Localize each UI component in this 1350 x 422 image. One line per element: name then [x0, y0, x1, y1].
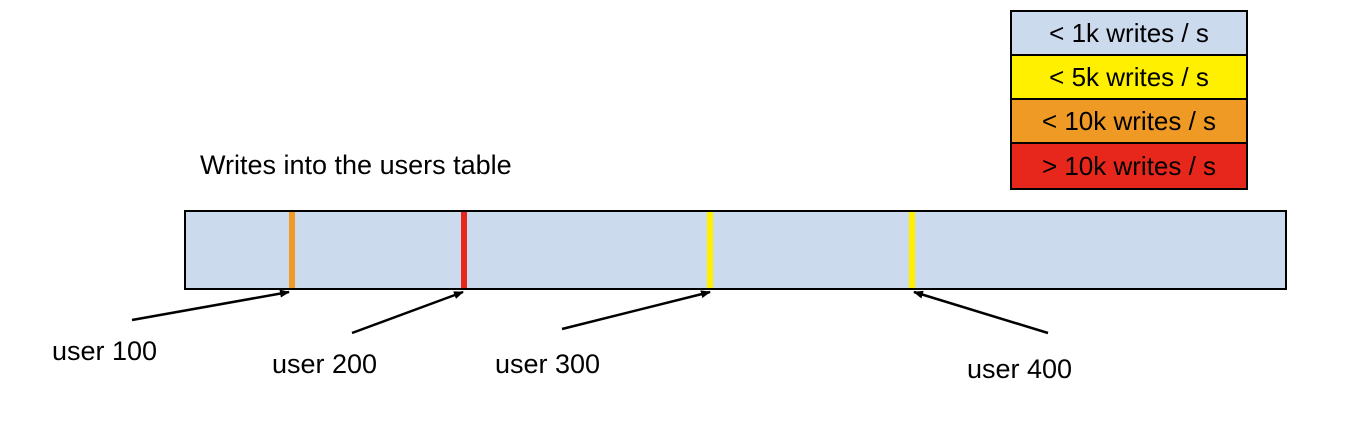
legend-label-1: < 5k writes / s	[1049, 62, 1209, 92]
diagram-title: Writes into the users table	[200, 150, 512, 180]
legend-row-0: < 1k writes / s	[1012, 12, 1246, 56]
user-400-arrow	[913, 290, 1049, 335]
user-300-stripe	[707, 212, 714, 288]
users-table-bar	[184, 210, 1287, 290]
legend-label-0: < 1k writes / s	[1049, 18, 1209, 48]
legend: < 1k writes / s < 5k writes / s < 10k wr…	[1010, 10, 1248, 190]
user-200-stripe	[460, 212, 467, 288]
user-400-label: user 400	[967, 354, 1073, 384]
user-200-label: user 200	[272, 349, 378, 379]
legend-label-2: < 10k writes / s	[1041, 106, 1217, 136]
user-300-arrow	[561, 290, 711, 331]
legend-row-3: > 10k writes / s	[1012, 144, 1246, 188]
user-100-stripe	[288, 212, 295, 288]
user-100-label: user 100	[52, 336, 158, 366]
user-100-arrow	[131, 289, 290, 322]
legend-row-2: < 10k writes / s	[1012, 100, 1246, 144]
user-400-stripe	[909, 212, 916, 288]
legend-label-3: > 10k writes / s	[1041, 151, 1217, 181]
legend-row-1: < 5k writes / s	[1012, 56, 1246, 100]
bar-fill	[186, 212, 1285, 288]
user-200-arrow	[351, 290, 464, 335]
user-300-label: user 300	[495, 349, 601, 379]
